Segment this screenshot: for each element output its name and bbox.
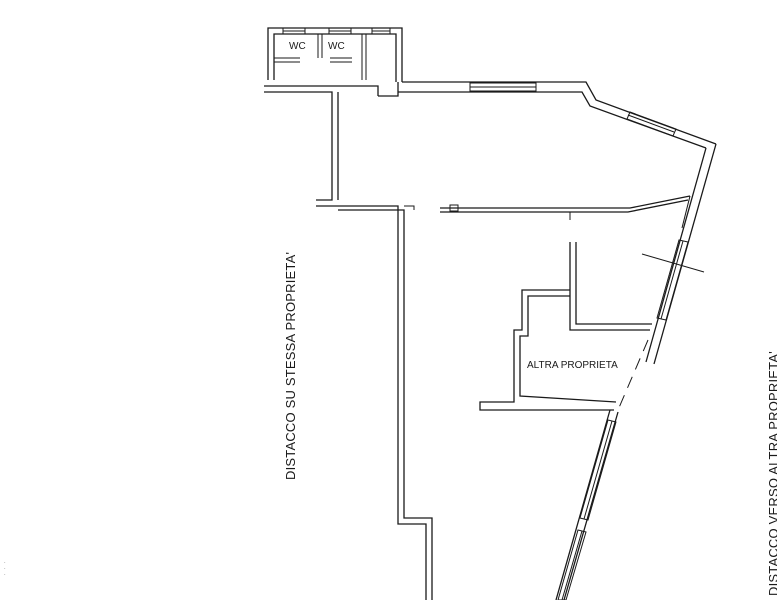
wc-block [267, 27, 403, 82]
wc-windows [282, 27, 391, 35]
interior-walls [440, 195, 705, 411]
wc-left-label: WC [289, 41, 306, 52]
right-distance-label: DISTACCO VERSO ALTRA PROPRIETA' [766, 351, 777, 596]
outer-walls [264, 81, 717, 600]
margin-marks: ··· [4, 560, 6, 578]
windows [469, 82, 689, 600]
left-distance-label: DISTACCO SU STESSA PROPRIETA' [283, 251, 298, 480]
other-property-label: ALTRA PROPRIETA [527, 360, 618, 371]
wc-right-label: WC [328, 41, 345, 52]
